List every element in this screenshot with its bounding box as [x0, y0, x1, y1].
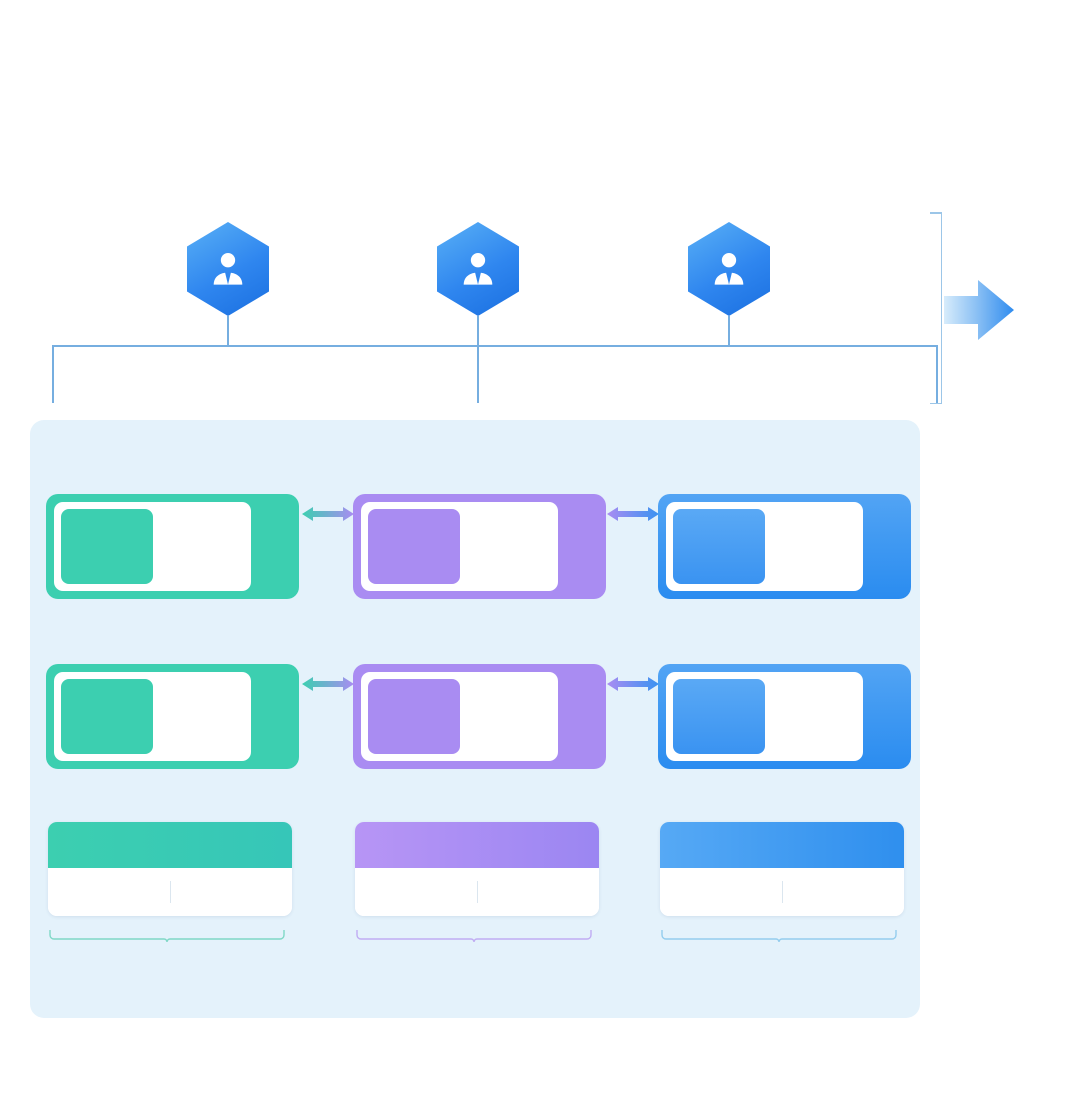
compute-node-a2[interactable]	[46, 664, 299, 769]
compute-node-b2[interactable]	[353, 664, 606, 769]
shard-chip	[368, 509, 460, 584]
shard-chip	[673, 679, 765, 754]
upload-bus-left-edge	[52, 345, 54, 403]
crypto-protocol-connector-4	[605, 673, 661, 695]
zone-brace-c	[661, 930, 897, 942]
shard-chip	[368, 679, 460, 754]
compute-node-a1[interactable]	[46, 494, 299, 599]
connector-line-v	[477, 316, 479, 346]
capsule-body	[48, 868, 292, 916]
user-avatar-icon	[213, 253, 243, 285]
capsule-divider	[476, 881, 478, 903]
upload-bus-mid-edge	[477, 345, 479, 403]
crypto-protocol-connector-1	[300, 503, 356, 525]
node-inner	[361, 672, 558, 761]
trusted-env-label	[558, 502, 598, 591]
compute-node-c1[interactable]	[658, 494, 911, 599]
trusted-env-label	[251, 672, 291, 761]
zone-brace-a	[49, 930, 285, 942]
zone-brace-b	[356, 930, 592, 942]
node-inner	[54, 672, 251, 761]
node-inner	[666, 672, 863, 761]
trusted-env-label	[558, 672, 598, 761]
node-name	[460, 536, 551, 557]
node-name	[765, 536, 856, 557]
shard-chip	[61, 679, 153, 754]
node-name	[153, 536, 244, 557]
capsule-header	[48, 822, 292, 868]
connector-line-w	[728, 316, 730, 346]
trusted-env-label	[863, 672, 903, 761]
bidirectional-arrow-icon	[605, 673, 661, 695]
user-avatar-icon	[714, 253, 744, 285]
user-avatar-icon	[463, 253, 493, 285]
node-inner	[54, 502, 251, 591]
node-name	[153, 706, 244, 727]
participant-u-avatar[interactable]	[187, 222, 269, 316]
participant-v-avatar[interactable]	[437, 222, 519, 316]
data-capsule-a[interactable]	[48, 822, 292, 916]
capsule-header	[355, 822, 599, 868]
capsule-divider	[169, 881, 171, 903]
connector-line-u	[227, 316, 229, 346]
data-capsule-c[interactable]	[660, 822, 904, 916]
node-inner	[361, 502, 558, 591]
participant-w-avatar[interactable]	[688, 222, 770, 316]
shard-chip	[673, 509, 765, 584]
bidirectional-arrow-icon	[300, 673, 356, 695]
trusted-env-label	[863, 502, 903, 591]
trusted-env-label	[251, 502, 291, 591]
node-name	[460, 706, 551, 727]
node-name	[765, 706, 856, 727]
data-capsule-b[interactable]	[355, 822, 599, 916]
public-network-arrow-icon	[944, 280, 1014, 340]
capsule-header	[660, 822, 904, 868]
public-network-bracket	[930, 212, 942, 404]
bidirectional-arrow-icon	[605, 503, 661, 525]
compute-node-b1[interactable]	[353, 494, 606, 599]
shard-chip	[61, 509, 153, 584]
crypto-protocol-connector-2	[605, 503, 661, 525]
capsule-body	[660, 868, 904, 916]
bidirectional-arrow-icon	[300, 503, 356, 525]
crypto-protocol-connector-3	[300, 673, 356, 695]
compute-node-c2[interactable]	[658, 664, 911, 769]
capsule-body	[355, 868, 599, 916]
upload-bus-right-edge	[936, 345, 938, 403]
capsule-divider	[781, 881, 783, 903]
node-inner	[666, 502, 863, 591]
upload-bus-line	[52, 345, 937, 347]
